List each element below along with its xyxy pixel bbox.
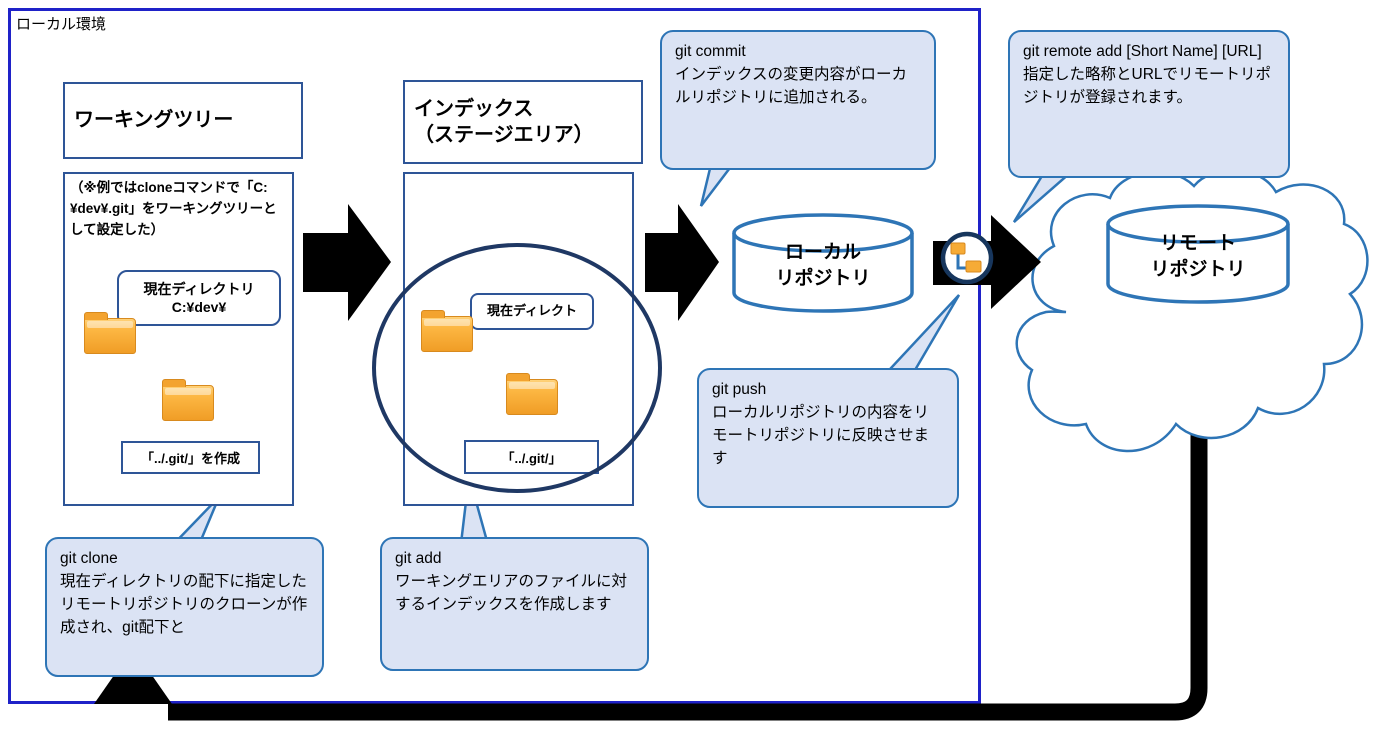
remote-repo-line1: リモート bbox=[1159, 233, 1236, 254]
wt-current-directory-box: 現在ディレクトリ C:¥dev¥ bbox=[117, 270, 281, 326]
git-push-command: git push bbox=[712, 381, 767, 398]
local-repo-line1: ローカル bbox=[784, 242, 861, 263]
working-tree-note: （※例ではcloneコマンドで「C:¥dev¥.git」をワーキングツリーとして… bbox=[70, 180, 277, 237]
wt-current-dir-line1: 現在ディレクトリ bbox=[143, 280, 255, 297]
wt-git-dir-box: 「../.git/」を作成 bbox=[121, 441, 260, 474]
git-add-bubble: git add ワーキングエリアのファイルに対するインデックスを作成します bbox=[380, 537, 649, 671]
git-add-description: ワーキングエリアのファイルに対するインデックスを作成します bbox=[395, 572, 628, 613]
index-title-line1: インデックス bbox=[414, 98, 534, 120]
idx-git-dir-box: 「../.git/」 bbox=[464, 440, 599, 474]
working-tree-title: ワーキングツリー bbox=[63, 82, 303, 159]
local-repo-line2: リポジトリ bbox=[775, 267, 871, 289]
git-commit-bubble: git commit インデックスの変更内容がローカルリポジトリに追加される。 bbox=[660, 30, 936, 170]
git-clone-bubble: git clone 現在ディレクトリの配下に指定したリモートリポジトリのクローン… bbox=[45, 537, 324, 677]
git-clone-command: git clone bbox=[60, 550, 118, 567]
folder-icon bbox=[162, 379, 214, 421]
remote-repo-line2: リポジトリ bbox=[1150, 258, 1246, 280]
git-remote-add-description: 指定した略称とURLでリモートリポジトリが登録されます。 bbox=[1023, 65, 1272, 106]
local-repo-label: ローカル リポジトリ bbox=[748, 240, 898, 291]
git-commit-description: インデックスの変更内容がローカルリポジトリに追加される。 bbox=[675, 65, 908, 106]
local-environment-label: ローカル環境 bbox=[16, 16, 107, 33]
folder-icon bbox=[421, 310, 473, 352]
git-clone-description: 現在ディレクトリの配下に指定したリモートリポジトリのクローンが作成され、git配… bbox=[60, 572, 308, 636]
index-title: インデックス （ステージエリア） bbox=[403, 80, 643, 164]
git-remote-add-command: git remote add [Short Name] [URL] bbox=[1023, 43, 1262, 60]
cloud-shape bbox=[1015, 168, 1369, 453]
wt-current-dir-line2: C:¥dev¥ bbox=[171, 299, 227, 315]
idx-current-directory-box: 現在ディレクト bbox=[470, 293, 594, 330]
git-remote-add-bubble: git remote add [Short Name] [URL] 指定した略称… bbox=[1008, 30, 1290, 178]
git-push-bubble: git push ローカルリポジトリの内容をリモートリポジトリに反映させます bbox=[697, 368, 959, 508]
folder-icon bbox=[506, 373, 558, 415]
working-tree-title-text: ワーキングツリー bbox=[74, 109, 234, 131]
git-push-description: ローカルリポジトリの内容をリモートリポジトリに反映させます bbox=[712, 403, 930, 467]
git-commit-command: git commit bbox=[675, 43, 746, 60]
index-title-line2: （ステージエリア） bbox=[414, 124, 594, 146]
folder-icon bbox=[84, 312, 136, 354]
remote-repo-label: リモート リポジトリ bbox=[1123, 231, 1273, 282]
git-add-command: git add bbox=[395, 550, 442, 567]
